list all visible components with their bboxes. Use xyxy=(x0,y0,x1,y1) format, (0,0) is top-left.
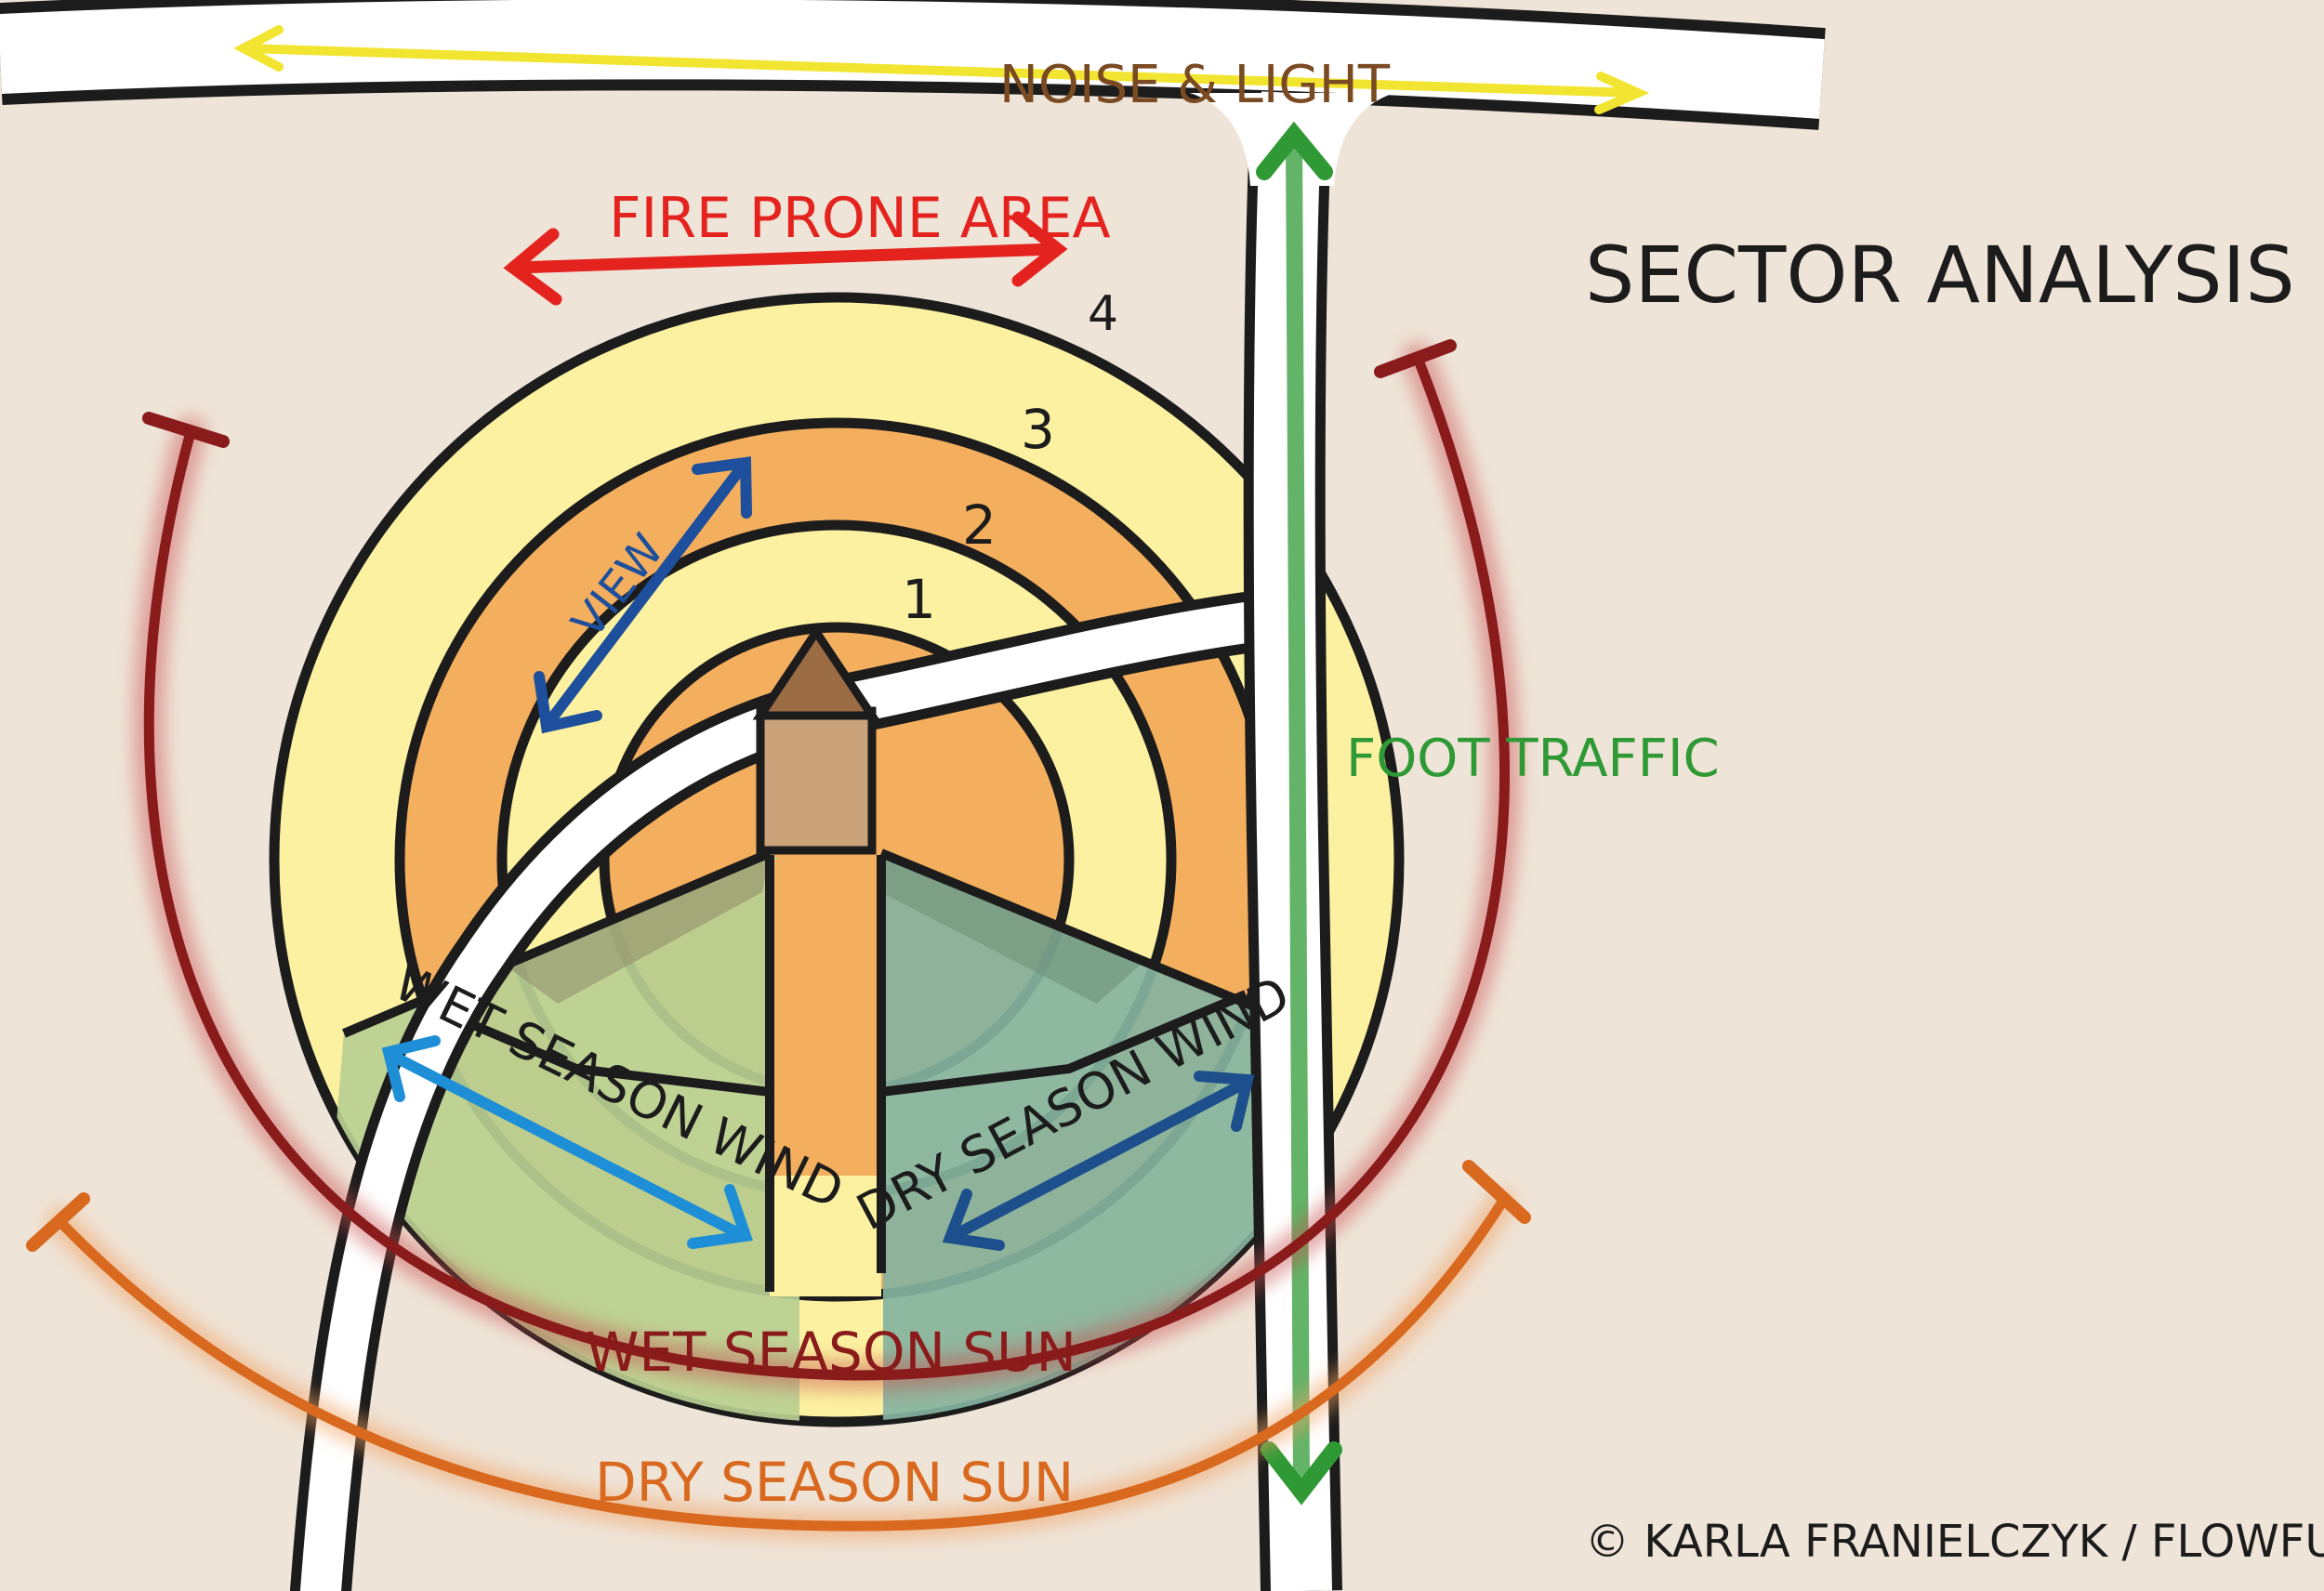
house xyxy=(752,624,880,855)
center-strip-zone-3 xyxy=(770,1073,881,1176)
wet-season-sun-arc xyxy=(133,339,1521,1392)
dry-wind-arrow xyxy=(942,1071,1255,1251)
zone-3-label: 3 xyxy=(1021,398,1055,461)
wet-wind-arrow xyxy=(381,1035,754,1249)
house-body xyxy=(756,706,877,855)
wedge-edge-left xyxy=(342,848,772,1038)
zone-1-label: 1 xyxy=(902,568,936,631)
dry-sun-label: DRY SEASON SUN xyxy=(595,1451,1074,1514)
noise-light-label: NOISE & LIGHT xyxy=(999,55,1391,115)
zone-4-label: 4 xyxy=(1088,286,1118,342)
wet-sun-label: WET SEASON SUN xyxy=(586,1321,1076,1384)
dry-wind-wedge-inner xyxy=(881,853,1143,1004)
foot-traffic-label: FOOT TRAFFIC xyxy=(1346,729,1720,789)
page-title: SECTOR ANALYSIS xyxy=(1585,230,2295,321)
fire-prone-label: FIRE PRONE AREA xyxy=(609,186,1111,251)
dry-season-sun-arc xyxy=(26,1160,1531,1542)
house-roof xyxy=(752,624,880,720)
fire-prone-arrow xyxy=(503,211,1068,306)
zone-3-arc-lower-right xyxy=(880,990,1248,1097)
footpath-fill xyxy=(300,602,1266,1591)
copyright-credit: © KARLA FRANIELCZYK / FLOWFUL xyxy=(1585,1516,2324,1568)
view-arrow xyxy=(534,456,752,734)
center-strip-zone-1 xyxy=(770,860,881,1087)
zone-2-label: 2 xyxy=(962,493,997,557)
wet-wind-wedge-inner xyxy=(507,853,770,1004)
noise-light-arrow xyxy=(233,25,1650,114)
wedge-edge-right xyxy=(879,848,1289,1025)
